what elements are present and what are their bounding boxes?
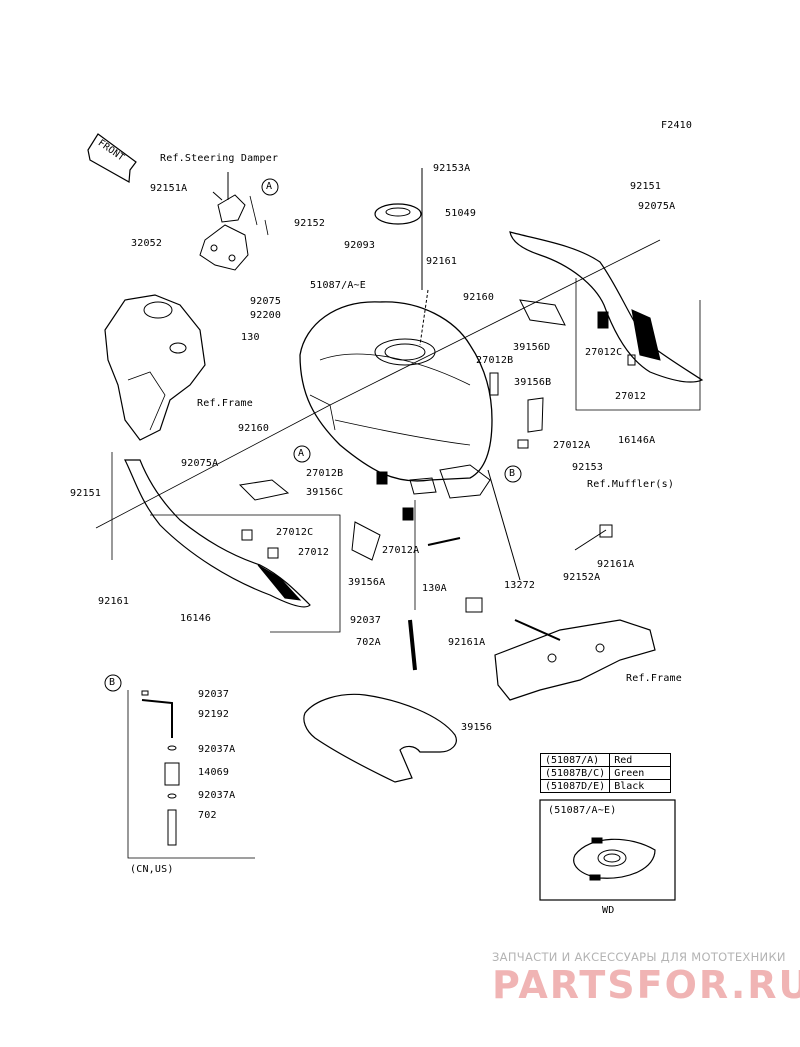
color-table: (51087/A)Red (51087B/C)Green (51087D/E)B…: [539, 753, 672, 793]
marker-a-label: A: [266, 181, 273, 192]
wd-label: WD: [602, 905, 615, 916]
part-label: 92161: [98, 596, 130, 607]
wd-box-title: (51087/A~E): [548, 805, 617, 816]
watermark-logo: PARTSFOR.RU: [492, 963, 800, 1007]
marker-b-label: B: [509, 468, 516, 479]
reference-marker-b-mid: [504, 465, 522, 483]
reference-marker-b-inset: [104, 674, 122, 692]
fuel-cap: [374, 168, 429, 346]
part-label: 92153: [572, 462, 604, 473]
part-label: 92152: [294, 218, 326, 229]
part-label: 27012: [298, 547, 330, 558]
part-label: 92093: [344, 240, 376, 251]
ref-steering-damper-label: Ref.Steering Damper: [160, 153, 279, 164]
part-label: 39156: [461, 722, 493, 733]
part-label: 702A: [356, 637, 381, 648]
marker-b-label: B: [109, 677, 116, 688]
part-label: 92200: [250, 310, 282, 321]
steering-damper-bracket: [199, 172, 249, 271]
color-row: (51087B/C)Green: [539, 766, 672, 780]
part-label: 92161: [426, 256, 458, 267]
part-label: 92153A: [433, 163, 471, 174]
part-label: 51049: [445, 208, 477, 219]
color-name: Black: [609, 779, 672, 793]
part-label: 130: [241, 332, 260, 343]
color-code: (51087B/C): [539, 766, 611, 780]
part-label: 92152A: [563, 572, 601, 583]
part-label: 39156D: [513, 342, 551, 353]
part-label: 92151: [630, 181, 662, 192]
ref-frame-left-label: Ref.Frame: [197, 398, 253, 409]
part-label: 32052: [131, 238, 163, 249]
part-label: 92151A: [150, 183, 188, 194]
part-label: 16146: [180, 613, 212, 624]
part-label: 92151: [70, 488, 102, 499]
frame-left-section: [104, 294, 206, 441]
hose-assembly-b: [127, 690, 255, 859]
ref-frame-right-label: Ref.Frame: [626, 673, 682, 684]
part-label: 92037: [350, 615, 382, 626]
part-label: 92161A: [448, 637, 486, 648]
part-label: 27012C: [276, 527, 314, 538]
part-label: 92037A: [198, 790, 236, 801]
color-row: (51087D/E)Black: [539, 779, 672, 793]
color-code: (51087D/E): [539, 779, 611, 793]
side-cover-right: [509, 231, 704, 411]
region-note: (CN,US): [130, 864, 174, 875]
part-label: 27012C: [585, 347, 623, 358]
part-label: 39156B: [514, 377, 552, 388]
side-cover-left: [124, 459, 341, 633]
part-label: 39156C: [306, 487, 344, 498]
fuel-tank: [299, 301, 493, 499]
part-label: 27012B: [306, 468, 344, 479]
part-label: 92037: [198, 689, 230, 700]
part-label: 27012B: [476, 355, 514, 366]
part-label: 92192: [198, 709, 230, 720]
part-label: 130A: [422, 583, 447, 594]
part-label: 13272: [504, 580, 536, 591]
part-label: 92075A: [638, 201, 676, 212]
part-label: 27012A: [382, 545, 420, 556]
color-code: (51087/A): [539, 753, 611, 767]
front-arrow-icon: [87, 133, 137, 183]
frame-right-bracket: [465, 469, 656, 701]
reference-marker-a-mid: [293, 445, 311, 463]
pads: [238, 299, 566, 561]
pad-39156: [303, 693, 457, 783]
part-label: 27012A: [553, 440, 591, 451]
color-name: Green: [609, 766, 672, 780]
ref-muffler-label: Ref.Muffler(s): [587, 479, 675, 490]
reference-marker-a-top: [261, 178, 279, 196]
part-label: 92160: [463, 292, 495, 303]
part-label: 92037A: [198, 744, 236, 755]
color-row: (51087/A)Red: [539, 753, 672, 767]
part-label: 92161A: [597, 559, 635, 570]
part-label: 39156A: [348, 577, 386, 588]
figure-id: F2410: [661, 120, 693, 131]
part-label: 14069: [198, 767, 230, 778]
part-label: 16146A: [618, 435, 656, 446]
marker-a-label: A: [298, 448, 305, 459]
color-name: Red: [609, 753, 672, 767]
part-label: 51087/A~E: [310, 280, 366, 291]
part-label: 702: [198, 810, 217, 821]
part-label: 92075A: [181, 458, 219, 469]
guide-lines: [95, 195, 661, 671]
watermark-tagline: ЗАПЧАСТИ И АКСЕССУАРЫ ДЛЯ МОТОТЕХНИКИ: [492, 950, 786, 964]
part-label: 92075: [250, 296, 282, 307]
wd-inset: [539, 799, 676, 901]
part-label: 92160: [238, 423, 270, 434]
part-label: 27012: [615, 391, 647, 402]
